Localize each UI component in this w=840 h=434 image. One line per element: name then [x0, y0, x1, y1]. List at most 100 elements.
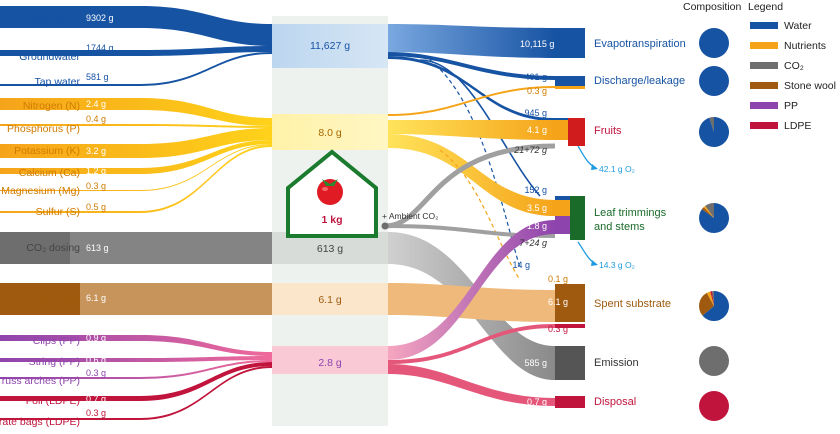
o2-label: 14.3 g O₂ [599, 260, 635, 270]
composition-pies [699, 28, 730, 421]
flow-ambient-fruits [384, 143, 556, 229]
output-label: Discharge/leakage [594, 75, 685, 87]
input-label: Clips (PP) [33, 335, 80, 347]
legend-swatch [750, 62, 778, 69]
legend-label: CO₂ [784, 60, 804, 72]
legend-swatch [750, 102, 778, 109]
flow-substrate-bags [0, 366, 272, 420]
pie-slice-leaf-trimmings [705, 203, 714, 218]
output-value: 401 g [524, 72, 547, 82]
input-label: Tap water [34, 76, 80, 88]
input-label: Calcium (Ca) [19, 167, 80, 179]
node-evapotranspiration [555, 28, 585, 58]
hub-water-label: 11,627 g [310, 40, 350, 52]
flow-leaves-water [419, 59, 541, 197]
legend-label: Stone wool [784, 80, 836, 92]
output-value: 945 g [524, 108, 547, 118]
flow-disposal [388, 364, 555, 406]
flow-leaves-nutrients [388, 134, 555, 216]
input-value: 0.3 g [86, 368, 106, 378]
flow-potassium [0, 128, 272, 158]
output-value: 0.7 g [527, 397, 547, 407]
node-discharge [555, 76, 585, 88]
output-value: 0.3 g [548, 324, 568, 334]
pie-slice-fruits [699, 117, 730, 147]
output-value: 152 g [524, 185, 547, 195]
legend-swatch [750, 82, 778, 89]
output-value: 1.8 g [527, 221, 547, 231]
output-values: 10,115 g 401 g 0.3 g 945 g 4.1 g 21+72 g… [512, 39, 568, 407]
flow-discharge-nutrients [388, 86, 555, 116]
greenhouse-label: 1 kg [321, 214, 342, 226]
flow-magnesium [0, 144, 272, 191]
node-emission [555, 346, 585, 380]
legend-label: Nutrients [784, 40, 826, 52]
node-leaf-trimmings [570, 196, 585, 240]
tomato-icon [317, 179, 343, 205]
input-label: Groundwater [19, 51, 80, 63]
hub-stone-wool [272, 283, 388, 315]
input-value: 6.1 g [86, 293, 106, 303]
output-value: 21+72 g [513, 145, 547, 155]
input-value: 0.3 g [86, 181, 106, 191]
flow-clips [0, 335, 272, 356]
input-label: Potassium (K) [14, 145, 80, 157]
flow-nitrogen [0, 98, 272, 126]
hub-plastics [272, 346, 388, 374]
output-value: 6.1 g [548, 297, 568, 307]
pie-slice-fruits [709, 117, 714, 132]
output-value: 14 g [512, 260, 530, 270]
hub-nutrients-label: 8.0 g [318, 127, 342, 139]
flow-substrate-water [429, 59, 521, 269]
output-label: Disposal [594, 396, 636, 408]
flow-calcium [0, 140, 272, 174]
flow-evapotranspiration [388, 24, 555, 58]
flow-fruits-nutrients [388, 120, 555, 140]
input-label: Truss arches (PP) [0, 375, 80, 387]
input-value: 0.5 g [86, 202, 106, 212]
input-value: 9302 g [86, 13, 114, 23]
legend-label: Water [784, 20, 812, 32]
composition-header: Composition [683, 1, 742, 13]
pie-slice-spent-substrate [712, 291, 714, 306]
input-value: 0.9 g [86, 333, 106, 343]
input-value: 1.2 g [86, 166, 106, 176]
pie-slice-spent-substrate [706, 291, 714, 306]
node-fruits [568, 118, 585, 146]
output-value: 3.5 g [527, 203, 547, 213]
hub-plastics-label: 2.8 g [318, 357, 342, 369]
pie-disposal [699, 391, 729, 421]
output-label: Fruits [594, 125, 622, 137]
output-value: 10,115 g [520, 39, 554, 49]
input-label: Nitrogen (N) [23, 100, 80, 112]
output-value: 4.1 g [527, 125, 547, 135]
input-value: 613 g [86, 243, 109, 253]
input-label: Rainwater [33, 14, 81, 26]
output-flows [381, 24, 598, 406]
flow-phosphorus [0, 124, 272, 128]
input-value: 0.4 g [86, 114, 106, 124]
output-label: Evapotranspiration [594, 38, 686, 50]
legend-label: PP [784, 100, 798, 112]
input-label: Foil (LDPE) [26, 395, 80, 407]
flow-groundwater [0, 46, 272, 56]
hub-water [272, 24, 388, 68]
flow-rainwater [0, 6, 272, 46]
input-value: 0.6 g [86, 355, 106, 365]
input-flows [0, 6, 272, 420]
flow-string [0, 356, 272, 362]
output-value: 0.3 g [527, 86, 547, 96]
input-label: Magnesium (Mg) [1, 185, 80, 197]
input-value: 1744 g [86, 43, 114, 53]
output-value: 0.1 g [548, 274, 568, 284]
pie-slice-spent-substrate [699, 292, 714, 316]
output-labels: Evapotranspiration Discharge/leakage Fru… [594, 38, 686, 408]
pie-slice-leaf-trimmings [701, 207, 714, 218]
input-value: 0.7 g [86, 394, 106, 404]
legend-label: LDPE [784, 120, 811, 132]
pie-slice-spent-substrate [702, 291, 730, 322]
